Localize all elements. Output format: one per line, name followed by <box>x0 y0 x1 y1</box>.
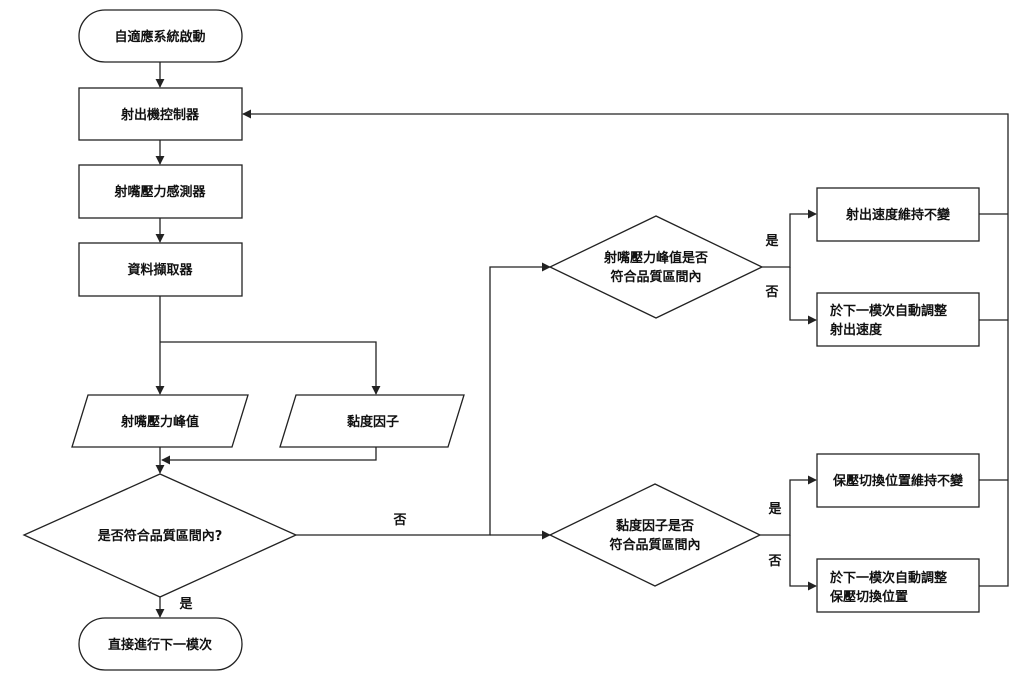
node-quality-check: 是否符合品質區間內? <box>22 473 298 598</box>
node-speed-keep: 射出速度維持不變 <box>816 187 980 242</box>
node-switch-keep: 保壓切換位置維持不變 <box>816 453 980 508</box>
edge-peak-yes <box>762 209 817 268</box>
node-speed-adjust-label-2: 射出速度 <box>829 322 883 338</box>
node-viscosity-factor: 黏度因子 <box>279 394 465 448</box>
node-switch-adjust-label-2: 保壓切換位置 <box>829 589 908 605</box>
node-next-cycle: 直接進行下一模次 <box>78 617 243 671</box>
edge-quality-peak-check <box>296 262 551 536</box>
node-start: 自適應系統啟動 <box>78 9 243 63</box>
edges <box>155 62 1009 618</box>
node-viscosity-check-label-2: 符合品質區間內 <box>609 537 700 553</box>
edge-feedback-loop <box>242 109 1009 587</box>
node-quality-check-label: 是否符合品質區間內? <box>97 528 223 544</box>
node-start-label: 自適應系統啟動 <box>114 29 205 45</box>
edge-acquirer-viscosity <box>160 341 381 395</box>
label-quality-yes: 是 <box>178 597 193 612</box>
edge-viscosity-quality <box>161 447 377 465</box>
node-nozzle-sensor-label: 射嘴壓力感測器 <box>113 184 206 200</box>
node-peak-check: 射嘴壓力峰值是否 符合品質區間內 <box>548 215 764 319</box>
edge-visc-no <box>789 535 817 591</box>
node-speed-keep-label: 射出速度維持不變 <box>845 207 951 223</box>
edge-peak-no <box>789 267 817 325</box>
label-quality-no: 否 <box>392 513 406 528</box>
label-peak-no: 否 <box>764 285 778 300</box>
node-injection-controller-label: 射出機控制器 <box>120 107 200 123</box>
node-switch-adjust: 於下一模次自動調整 保壓切換位置 <box>816 558 980 613</box>
node-switch-adjust-label-1: 於下一模次自動調整 <box>830 570 948 586</box>
node-peak-check-label-2: 符合品質區間內 <box>610 269 701 285</box>
label-visc-yes: 是 <box>767 502 782 517</box>
edge-visc-yes <box>760 475 817 536</box>
node-nozzle-peak-label: 射嘴壓力峰值 <box>120 414 199 430</box>
node-speed-adjust: 於下一模次自動調整 射出速度 <box>816 292 980 347</box>
node-nozzle-sensor: 射嘴壓力感測器 <box>78 164 243 219</box>
label-visc-no: 否 <box>767 554 781 569</box>
node-viscosity-check: 黏度因子是否 符合品質區間內 <box>548 483 762 587</box>
node-viscosity-check-label-1: 黏度因子是否 <box>616 518 694 534</box>
node-data-acquirer-label: 資料擷取器 <box>127 262 193 278</box>
node-nozzle-peak: 射嘴壓力峰值 <box>71 394 249 448</box>
node-peak-check-label-1: 射嘴壓力峰值是否 <box>603 250 708 266</box>
node-viscosity-factor-label: 黏度因子 <box>347 414 399 430</box>
node-injection-controller: 射出機控制器 <box>78 87 243 141</box>
node-next-cycle-label: 直接進行下一模次 <box>108 637 212 653</box>
label-peak-yes: 是 <box>764 234 779 249</box>
node-data-acquirer: 資料擷取器 <box>78 242 243 297</box>
node-speed-adjust-label-1: 於下一模次自動調整 <box>830 303 948 319</box>
node-switch-keep-label: 保壓切換位置維持不變 <box>832 473 964 489</box>
